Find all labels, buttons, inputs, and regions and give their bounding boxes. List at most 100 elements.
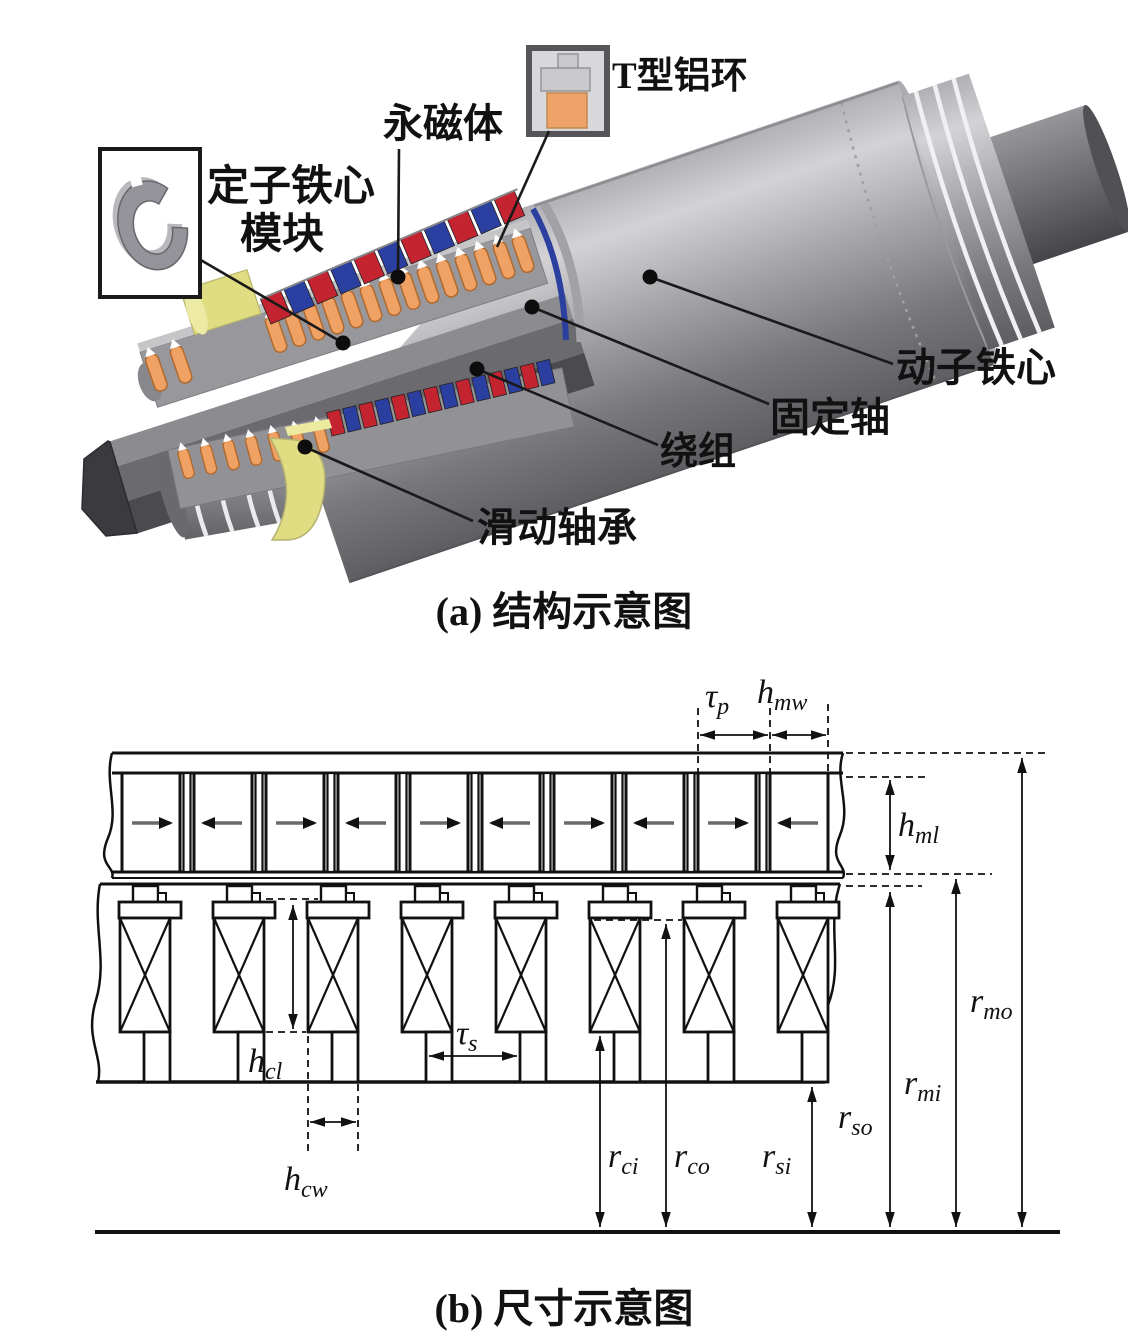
label-stator-module-2: 模块 — [240, 211, 324, 258]
yoke-stem — [330, 1030, 360, 1084]
shaft-top-facet — [108, 294, 574, 467]
coil-cross — [588, 917, 642, 1033]
yoke-stem — [706, 1030, 736, 1084]
lower-magnet-cell — [374, 397, 395, 425]
tooth-neck — [789, 884, 818, 904]
arrowhead — [288, 905, 298, 920]
arrowhead — [1017, 1212, 1027, 1227]
dot-winding — [469, 361, 485, 377]
arrowhead — [661, 924, 671, 939]
arrowhead — [885, 892, 895, 907]
magnetization-arrow-head — [591, 817, 605, 829]
magnet-spacer — [758, 771, 768, 874]
dim-label-h-ml: hml — [898, 807, 939, 849]
t-ring-magnet — [546, 92, 588, 129]
upper-coil — [454, 246, 478, 292]
mover-right-break — [834, 752, 846, 879]
arrowhead — [811, 730, 826, 740]
collar-ring — [913, 91, 1004, 347]
collar-ring — [932, 84, 1023, 340]
coil-cross — [494, 917, 548, 1033]
magnetization-arrow-head — [633, 817, 647, 829]
dim-label-r-co: rco — [674, 1138, 710, 1180]
arrowhead — [951, 1212, 961, 1227]
sliding-bearing-ring-lower — [268, 419, 332, 541]
tooth-arrow — [170, 339, 181, 350]
lower-magnet-cell — [471, 374, 491, 402]
arrowhead — [1017, 758, 1027, 773]
c-ring-notch — [129, 175, 143, 188]
label-permanent-magnet: 永磁体 — [383, 101, 503, 146]
lower-magnet-cell — [438, 382, 459, 410]
pole-shoe — [117, 900, 183, 920]
dim-label-tau-s: τs — [456, 1015, 478, 1057]
coil-cross — [682, 917, 736, 1033]
stator-modules — [117, 884, 841, 1084]
yoke-stem — [612, 1030, 642, 1084]
magnet-spacer — [254, 771, 264, 874]
lower-magnet-cell — [406, 389, 427, 418]
inset-stator-module — [98, 147, 202, 299]
t-ring-body — [540, 67, 591, 92]
tooth-arrow — [493, 234, 504, 245]
magnet-spacer — [542, 771, 552, 874]
arrowhead — [885, 855, 895, 870]
tooth-neck — [413, 884, 442, 904]
magnet-spacer — [470, 771, 480, 874]
magnetization-arrow-head — [345, 817, 359, 829]
dim-label-r-so: rso — [838, 1099, 873, 1141]
pole-shoe — [587, 900, 653, 920]
lower-magnet-cell — [422, 385, 443, 414]
dimension-arrows — [288, 730, 1027, 1227]
lower-magnet-cell — [342, 405, 362, 433]
arrowhead — [502, 1051, 517, 1061]
stub-cap — [1083, 104, 1128, 233]
arrowhead — [807, 1212, 817, 1227]
bearing-top-face — [285, 419, 332, 436]
lower-coil — [177, 442, 195, 479]
mover-magnets — [120, 771, 830, 874]
coil-cross — [118, 917, 172, 1033]
pole-shoe — [305, 900, 371, 920]
arrowhead — [772, 730, 787, 740]
tube-cut-edge — [259, 188, 518, 301]
dot-permanent-magnet — [390, 269, 406, 285]
arrowhead — [310, 1117, 325, 1127]
dim-label-h-mw: hmw — [757, 674, 807, 716]
upper-coil — [416, 259, 440, 304]
tooth-neck — [319, 884, 348, 904]
magnet-spacer — [686, 771, 696, 874]
upper-coil — [511, 228, 535, 274]
dot-stator-module — [335, 335, 351, 351]
leader-stator-module — [198, 257, 344, 345]
leader-fixed-shaft — [531, 305, 770, 406]
tube-seam-dotted — [840, 102, 937, 383]
leader-dots — [297, 269, 658, 455]
upper-coil — [169, 339, 193, 384]
leader-bearing — [304, 445, 474, 523]
upper-coil — [144, 347, 168, 392]
shaft-hex-face — [81, 440, 138, 537]
label-mover-core: 动子铁心 — [896, 345, 1056, 390]
dim-label-tau-p: τp — [705, 678, 729, 720]
leader-winding — [476, 367, 659, 447]
tooth-arrow — [474, 240, 485, 251]
label-fixed-shaft: 固定轴 — [770, 395, 890, 440]
tooth-neck — [131, 884, 160, 904]
collar-ring — [951, 78, 1042, 334]
tooth-neck — [601, 884, 630, 904]
dim-label-h-cw: hcw — [284, 1161, 328, 1203]
arrowhead — [341, 1117, 356, 1127]
arrowhead — [429, 1051, 444, 1061]
yoke-stem — [800, 1030, 830, 1084]
lower-magnet-cell — [519, 362, 540, 391]
leader-mover-core — [649, 275, 894, 366]
tooth-neck — [695, 884, 724, 904]
label-t-ring: T型铝环 — [612, 55, 748, 97]
lower-magnet-cell — [487, 370, 508, 398]
ribbed-end-cap — [156, 452, 188, 538]
magnet-spacer — [398, 771, 408, 874]
arrowhead — [753, 730, 768, 740]
